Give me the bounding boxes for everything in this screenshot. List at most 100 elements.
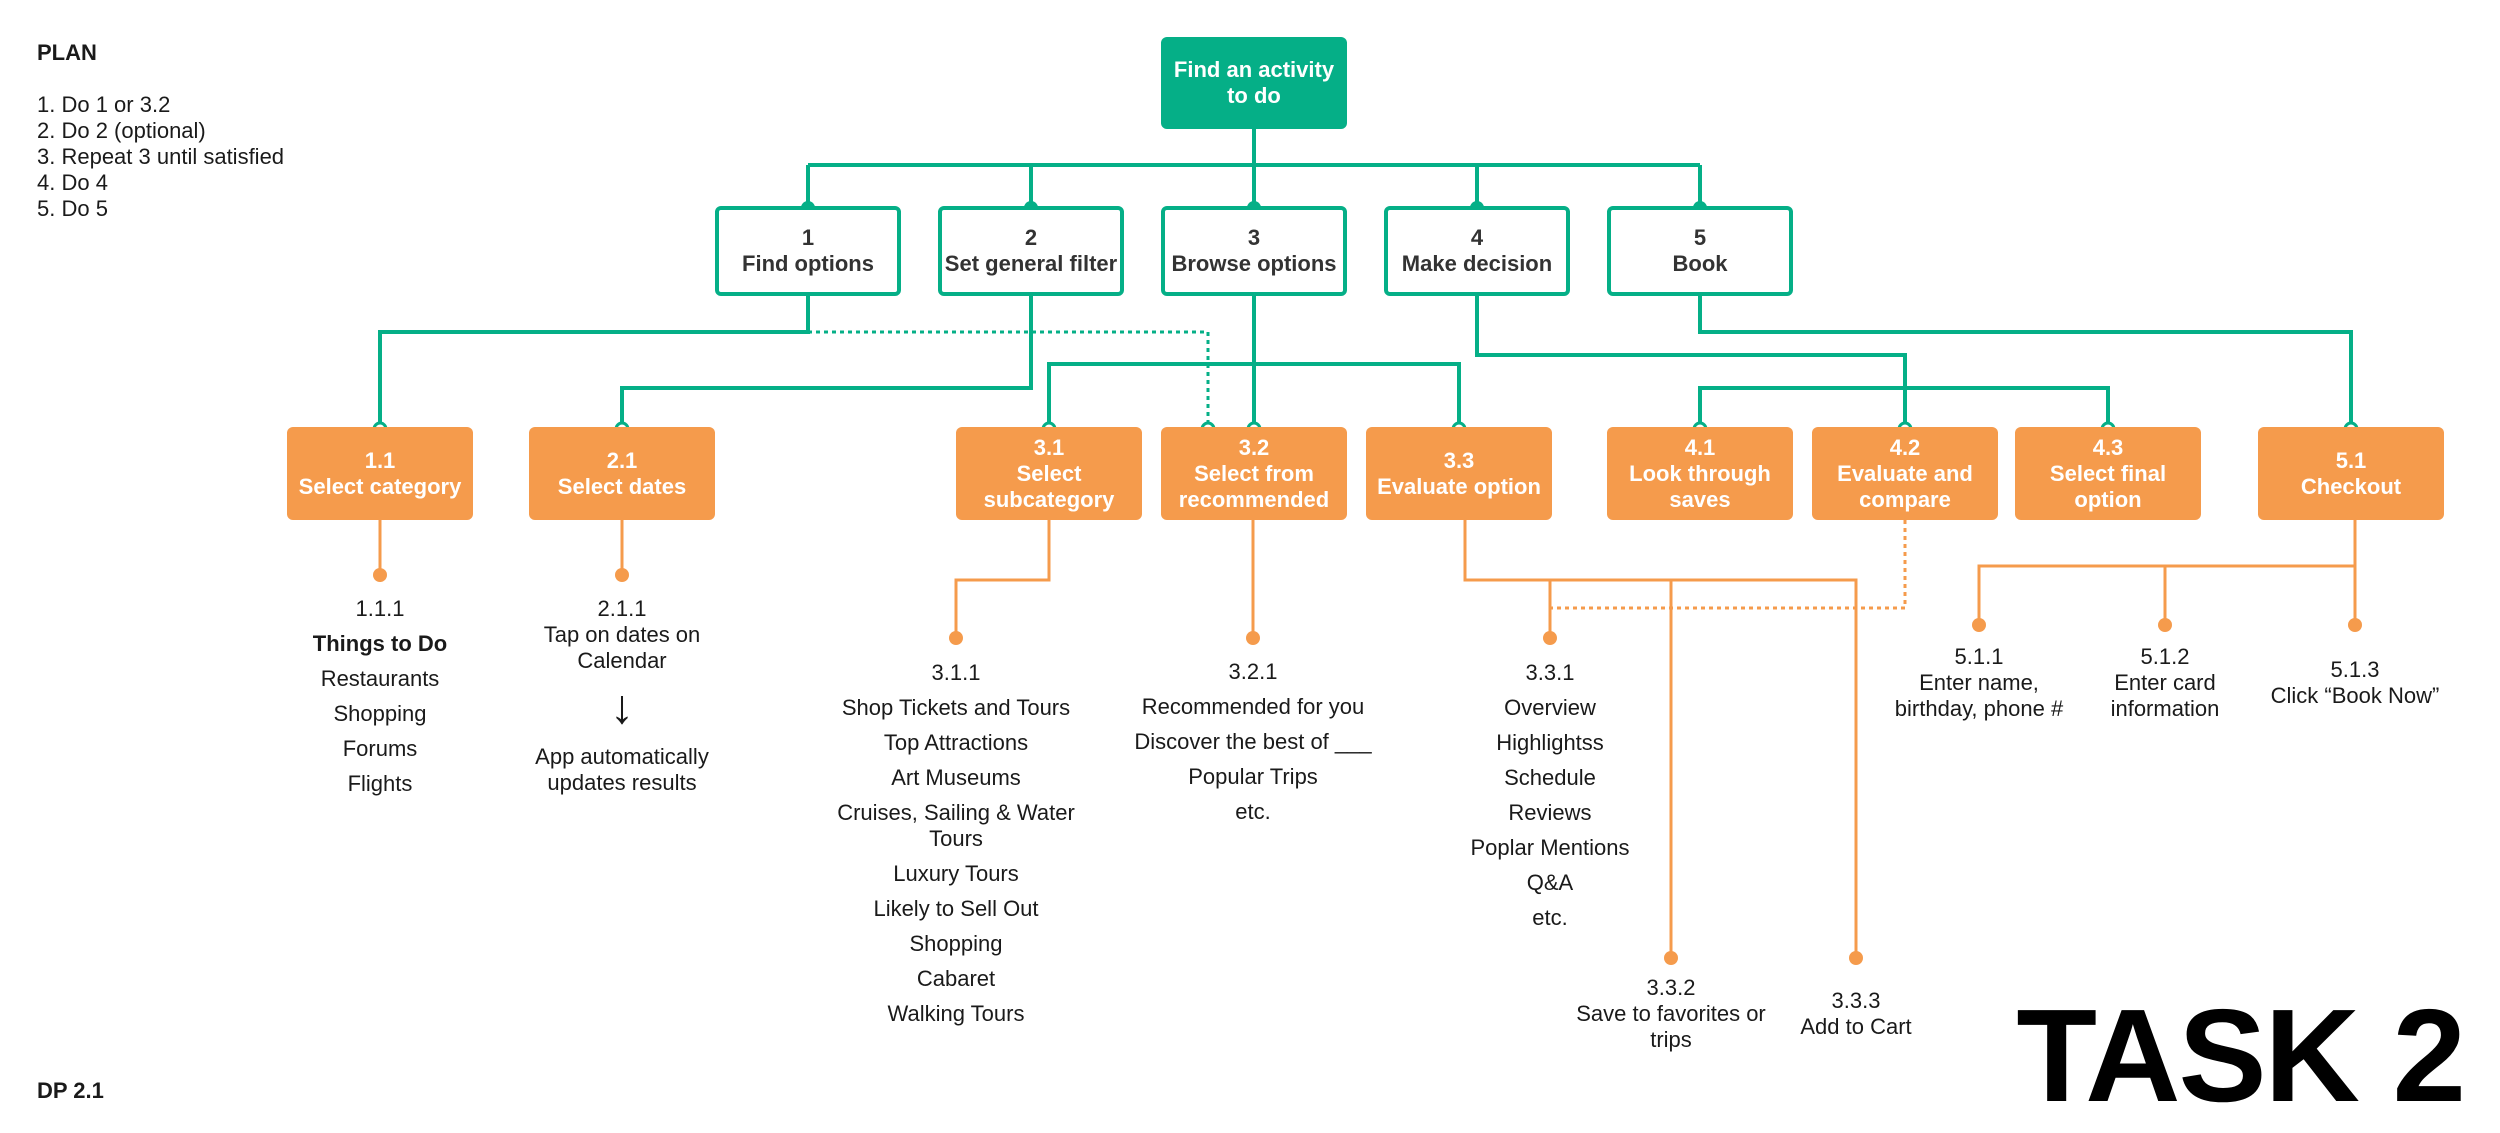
connector-2-to-2-1	[620, 296, 1033, 429]
leaf-number: 5.1.3	[2330, 657, 2380, 682]
leaf-3-3-3: 3.3.3 Add to Cart	[1766, 988, 1946, 1040]
subtask-label: Book	[1672, 251, 1728, 276]
leaf-item: Luxury Tours	[893, 861, 1019, 886]
leaf-item: Reviews	[1508, 800, 1592, 825]
step-number: 4.3	[2092, 434, 2124, 460]
subtask-2: 2 Set general filter	[938, 206, 1124, 296]
step-number: 4.1	[1684, 434, 1716, 460]
subtask-5: 5 Book	[1607, 206, 1793, 296]
subtask-label: Browse options	[1171, 251, 1337, 276]
leaf-item: Discover the best of ___	[1134, 729, 1372, 754]
subtask-number: 3	[1247, 225, 1261, 250]
step-4-1: 4.1 Look through saves	[1607, 427, 1793, 520]
step-label: Evaluate and compare	[1837, 460, 1973, 512]
leaf-item: Popular Trips	[1188, 764, 1318, 789]
leaf-1-1-1: 1.1.1 Things to Do Restaurants Shopping …	[280, 596, 480, 806]
step-label: Checkout	[2300, 473, 2402, 499]
step-3-3: 3.3 Evaluate option	[1366, 427, 1552, 520]
leaf-text: Enter name, birthday, phone #	[1894, 670, 2064, 721]
step-number: 5.1	[2335, 447, 2367, 473]
step-number: 1.1	[364, 447, 396, 473]
leaf-item: Q&A	[1526, 870, 1574, 895]
leaf-3-1-1: 3.1.1 Shop Tickets and Tours Top Attract…	[806, 660, 1106, 1036]
connector-4-trunk	[1475, 296, 1907, 429]
plan-step: 3. Repeat 3 until satisfied	[37, 144, 285, 169]
leaf-item: Likely to Sell Out	[873, 896, 1039, 921]
leaf-item: Things to Do	[312, 631, 448, 656]
plan-step: 1. Do 1 or 3.2	[37, 92, 171, 117]
step-number: 3.3	[1443, 447, 1475, 473]
leaf-item: etc.	[1532, 905, 1568, 930]
leaf-number: 5.1.2	[2140, 644, 2190, 669]
root-task: Find an activity to do	[1161, 37, 1347, 129]
leaf-2-1-1: 2.1.1 Tap on dates on Calendar ↓ App aut…	[522, 596, 722, 796]
subtask-1: 1 Find options	[715, 206, 901, 296]
leaf-item: Forums	[342, 736, 418, 761]
subtask-label: Set general filter	[944, 251, 1118, 276]
leaf-5-1-1: 5.1.1 Enter name, birthday, phone #	[1884, 644, 2074, 722]
leaf-item: Restaurants	[320, 666, 440, 691]
subtask-4: 4 Make decision	[1384, 206, 1570, 296]
step-label: Select subcategory	[983, 460, 1115, 512]
leaf-item: Shopping	[333, 701, 427, 726]
leaf-number: 3.3.1	[1525, 660, 1575, 685]
subtask-number: 2	[1024, 225, 1038, 250]
leaf-number: 1.1.1	[355, 596, 405, 621]
leaf-text: Enter card information	[2110, 670, 2220, 721]
connector-5-to-5-1	[1698, 296, 2353, 429]
leaf-item: Cruises, Sailing & Water Tours	[837, 800, 1075, 851]
step-number: 3.2	[1238, 434, 1270, 460]
step-3-1: 3.1 Select subcategory	[956, 427, 1142, 520]
leaf-item: etc.	[1235, 799, 1271, 824]
leaf-3-2-1: 3.2.1 Recommended for you Discover the b…	[1123, 659, 1383, 834]
arrow-down-icon: ↓	[610, 681, 634, 734]
task-label: TASK 2	[2016, 982, 2466, 1129]
subtask-label: Make decision	[1401, 251, 1553, 276]
leaf-number: 5.1.1	[1954, 644, 2004, 669]
step-label: Select from recommended	[1178, 460, 1330, 512]
step-number: 3.1	[1033, 434, 1065, 460]
dotted-connector-1-to-3-2	[808, 330, 1210, 429]
step-number: 2.1	[606, 447, 638, 473]
leaf-item: Walking Tours	[887, 1001, 1025, 1026]
leaf-result-text: App automatically updates results	[535, 744, 709, 795]
leaf-text: Save to favorites or trips	[1576, 1001, 1766, 1052]
leaf-item: Overview	[1504, 695, 1596, 720]
leaf-item: Shop Tickets and Tours	[841, 695, 1071, 720]
leaf-item: Flights	[347, 771, 413, 796]
leaf-item: Schedule	[1504, 765, 1596, 790]
leaf-item: Recommended for you	[1141, 694, 1365, 719]
leaf-item: Shopping	[909, 931, 1003, 956]
subtask-number: 5	[1693, 225, 1707, 250]
step-label: Look through saves	[1629, 460, 1771, 512]
step-4-2: 4.2 Evaluate and compare	[1812, 427, 1998, 520]
step-label: Select final option	[2049, 460, 2167, 512]
leaf-item: Top Attractions	[883, 730, 1029, 755]
step-4-3: 4.3 Select final option	[2015, 427, 2201, 520]
leaf-text: Add to Cart	[1800, 1014, 1912, 1039]
plan-steps: 1. Do 1 or 3.2 2. Do 2 (optional) 3. Rep…	[37, 92, 284, 222]
connector-5-1-bus	[1977, 520, 2357, 625]
leaf-number: 3.3.2	[1646, 975, 1696, 1000]
step-label: Select category	[298, 473, 462, 499]
leaf-3-3-1: 3.3.1 Overview Highlightss Schedule Revi…	[1440, 660, 1660, 940]
leaf-item: Art Museums	[891, 765, 1021, 790]
leaf-5-1-3: 5.1.3 Click “Book Now”	[2250, 657, 2460, 709]
step-5-1: 5.1 Checkout	[2258, 427, 2444, 520]
plan-title: PLAN	[37, 40, 97, 65]
connector-3-3-bus	[1463, 520, 1858, 960]
plan-step: 2. Do 2 (optional)	[37, 118, 206, 143]
step-label: Select dates	[557, 473, 687, 499]
dotted-connector-4-2-to-3-3-1	[1550, 520, 1907, 610]
leaf-item: Poplar Mentions	[1470, 835, 1630, 860]
step-3-2: 3.2 Select from recommended	[1161, 427, 1347, 520]
connector-3-bus	[1047, 362, 1461, 429]
root-task-label: Find an activity to do	[1173, 57, 1335, 108]
step-number: 4.2	[1889, 434, 1921, 460]
plan-step: 4. Do 4	[37, 170, 108, 195]
step-1-1: 1.1 Select category	[287, 427, 473, 520]
subtask-label: Find options	[742, 251, 874, 276]
step-label: Evaluate option	[1377, 473, 1541, 499]
leaf-item: Cabaret	[916, 966, 996, 991]
